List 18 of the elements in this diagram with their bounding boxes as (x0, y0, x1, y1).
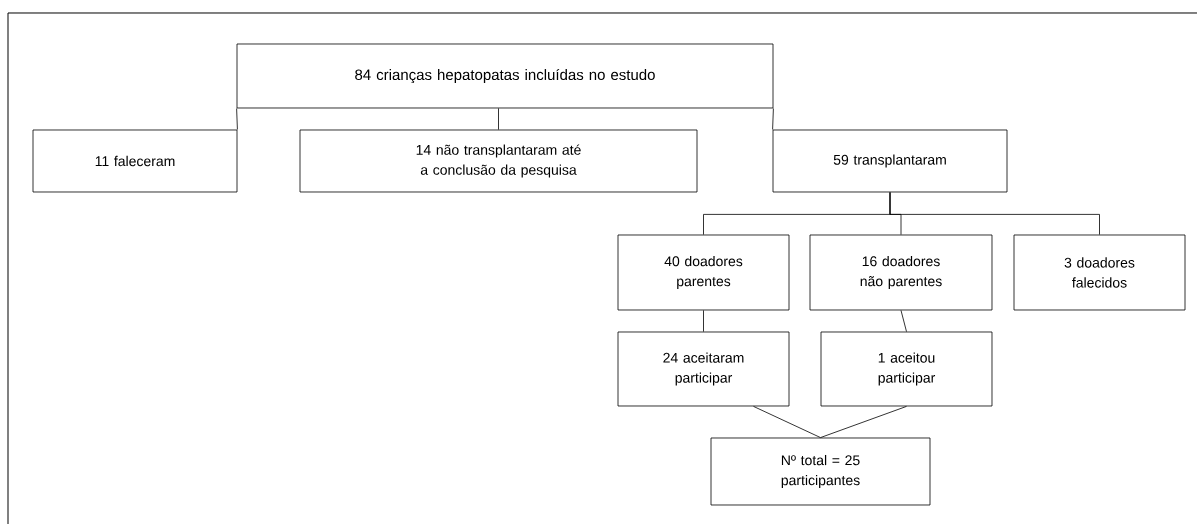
connector-line (772, 108, 774, 130)
connector-line (236, 108, 238, 130)
process-box: 1 aceitou participar (820, 331, 993, 407)
process-box: 16 doadores não parentes (809, 234, 993, 311)
connector-line (889, 192, 1100, 235)
process-box: 14 não transplantaram até a conclusão da pesquisa (299, 129, 698, 193)
connector-line (753, 406, 821, 438)
connector-line (498, 108, 499, 130)
connector-line (703, 310, 704, 332)
process-box: 40 doadores parentes (617, 234, 790, 311)
process-box: 84 crianças hepatopatas incluídas no estudo (236, 43, 774, 109)
process-box: 11 faleceram (32, 129, 238, 193)
process-box: 24 aceitaram participar (617, 331, 790, 407)
connector-line (900, 310, 907, 332)
connector-line (820, 406, 907, 438)
process-box: 3 doadores falecidos (1013, 234, 1186, 311)
process-box: 59 transplantaram (772, 129, 1008, 193)
process-box: Nº total = 25 participantes (710, 437, 931, 506)
